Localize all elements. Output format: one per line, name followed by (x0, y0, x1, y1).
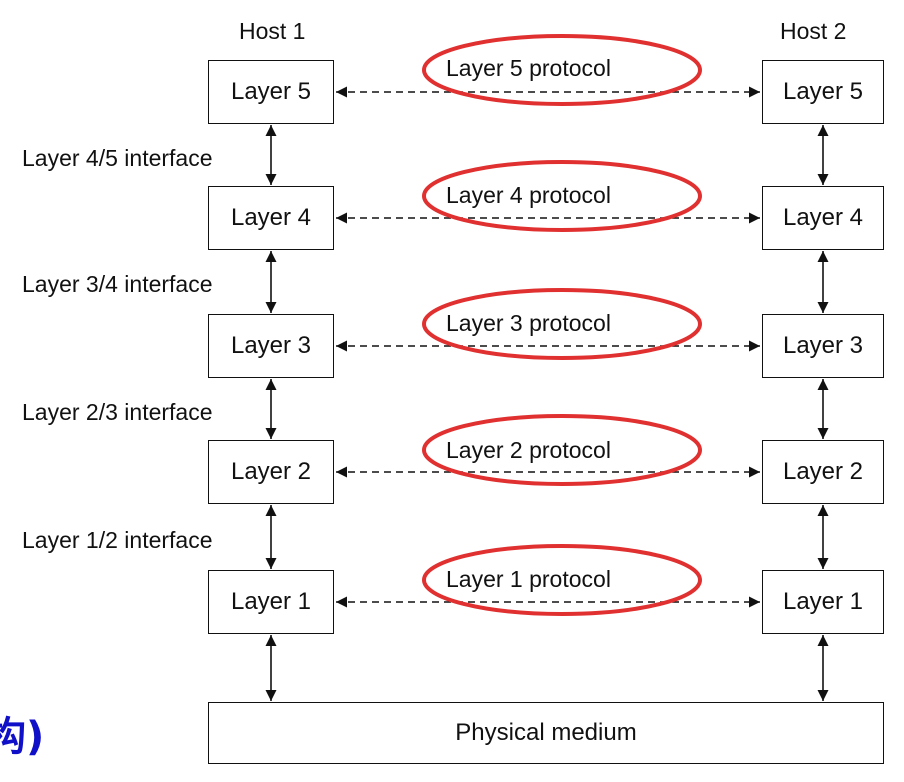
protocol-label-layer1: Layer 1 protocol (446, 566, 611, 592)
protocol-label-layer4: Layer 4 protocol (446, 182, 611, 208)
interface-label-4-5: Layer 4/5 interface (22, 145, 213, 171)
highlight-ellipse-layer4 (422, 160, 702, 232)
physical-medium-box: Physical medium (208, 702, 884, 764)
host2-layer2-box: Layer 2 (762, 440, 884, 504)
host1-layer2-box: Layer 2 (208, 440, 334, 504)
protocol-label-layer3: Layer 3 protocol (446, 310, 611, 336)
host2-layer3-box: Layer 3 (762, 314, 884, 378)
host2-layer4-box: Layer 4 (762, 186, 884, 250)
highlight-ellipse-layer5 (422, 34, 702, 106)
interface-label-1-2: Layer 1/2 interface (22, 527, 213, 553)
host1-layer1-box: Layer 1 (208, 570, 334, 634)
host1-layer3-box: Layer 3 (208, 314, 334, 378)
cropped-caption-fragment: 构) (0, 714, 45, 760)
host2-label: Host 2 (780, 18, 847, 44)
highlight-ellipse-layer1 (422, 544, 702, 616)
highlight-ellipse-layer2 (422, 414, 702, 486)
protocol-label-layer2: Layer 2 protocol (446, 437, 611, 463)
highlight-ellipse-layer3 (422, 288, 702, 360)
host1-layer4-box: Layer 4 (208, 186, 334, 250)
interface-label-2-3: Layer 2/3 interface (22, 399, 213, 425)
protocol-label-layer5: Layer 5 protocol (446, 55, 611, 81)
host1-label: Host 1 (239, 18, 306, 44)
host2-layer5-box: Layer 5 (762, 60, 884, 124)
host1-layer5-box: Layer 5 (208, 60, 334, 124)
host2-layer1-box: Layer 1 (762, 570, 884, 634)
interface-label-3-4: Layer 3/4 interface (22, 271, 213, 297)
